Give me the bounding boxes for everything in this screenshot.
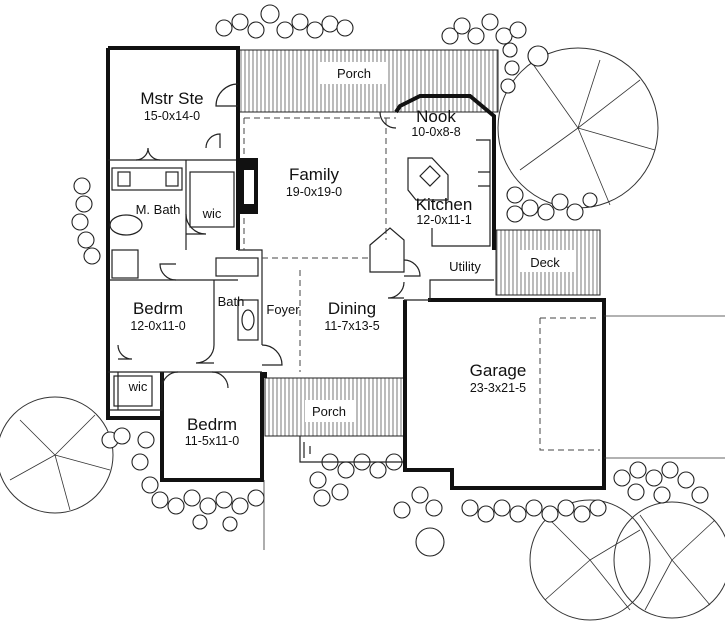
bedroom-1-dims: 12-0x11-0: [130, 319, 185, 333]
kitchen-fixtures: [407, 139, 491, 247]
bath-fixtures: [109, 167, 259, 407]
garage-name: Garage: [470, 361, 527, 380]
deck-label: Deck: [530, 255, 560, 270]
nook-dims: 10-0x8-8: [411, 125, 460, 139]
tree-bottom-right-a: [529, 499, 651, 621]
exterior-walls: [106, 46, 606, 490]
garage-dims: 23-3x21-5: [470, 381, 526, 395]
dining-dims: 11-7x13-5: [324, 319, 379, 333]
kitchen-dims: 12-0x11-1: [416, 213, 471, 227]
landscape-shrubs: [71, 4, 709, 557]
front-porch: [264, 377, 406, 463]
bedroom-wic-label: wic: [128, 379, 148, 394]
fireplace: [236, 158, 258, 214]
tree-bottom-right-b: [613, 501, 725, 619]
master-suite-name: Mstr Ste: [140, 89, 203, 108]
foyer-label: Foyer: [266, 302, 300, 317]
rear-porch: [237, 49, 499, 113]
deck: [495, 229, 601, 296]
master-wic-label: wic: [202, 206, 222, 221]
dining-name: Dining: [328, 299, 376, 318]
tree-top-right: [497, 47, 659, 209]
family-dims: 19-0x19-0: [286, 185, 342, 199]
tree-bottom-left: [0, 396, 114, 514]
family-name: Family: [289, 165, 340, 184]
utility-label: Utility: [449, 259, 481, 274]
porch-rear-label: Porch: [337, 66, 371, 81]
master-suite-dims: 15-0x14-0: [144, 109, 200, 123]
porch-front-label: Porch: [312, 404, 346, 419]
door-swings: [117, 83, 421, 389]
bedroom-1-name: Bedrm: [133, 299, 183, 318]
master-bath-label: M. Bath: [136, 202, 181, 217]
kitchen-name: Kitchen: [416, 195, 473, 214]
bedroom-2-dims: 11-5x11-0: [185, 434, 239, 448]
bedroom-2-name: Bedrm: [187, 415, 237, 434]
nook-name: Nook: [416, 107, 456, 126]
room-labels: Mstr Ste 15-0x14-0 Porch Nook 10-0x8-8 F…: [128, 66, 561, 448]
bath-label: Bath: [218, 294, 245, 309]
